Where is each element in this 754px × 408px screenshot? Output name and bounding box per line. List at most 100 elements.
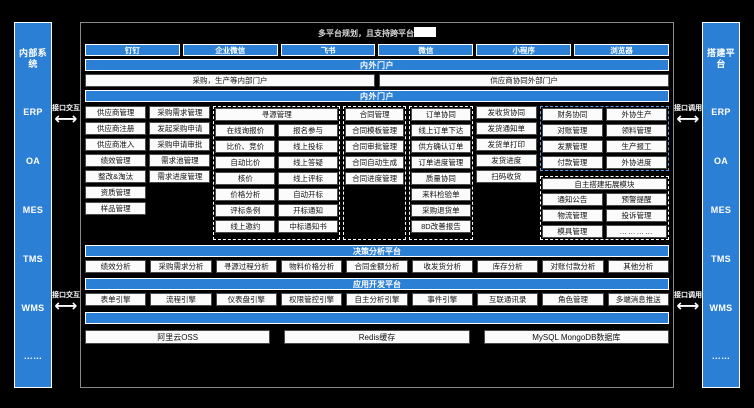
- module-sourcing-b-2[interactable]: 线上答疑: [278, 156, 338, 169]
- module-supplier-4[interactable]: 整改&淘汰: [85, 170, 147, 183]
- module-sourcing-a-6[interactable]: 线上邀约: [215, 220, 276, 233]
- decision-item-7[interactable]: 对账付款分析: [542, 260, 604, 273]
- module-supplier-5[interactable]: 资质管理: [85, 186, 147, 199]
- module-sourcing-b-6[interactable]: 中标通知书: [278, 220, 338, 233]
- module-sourcing-a-2[interactable]: 自动比价: [215, 156, 276, 169]
- module-supplier-3[interactable]: 绩效管理: [85, 154, 147, 167]
- module-extend-title[interactable]: 自主搭建拓展模块: [541, 178, 667, 190]
- module-order-1[interactable]: 线上订单下达: [411, 124, 471, 137]
- decision-item-0[interactable]: 绩效分析: [85, 260, 147, 273]
- module-supplier-6[interactable]: 样品管理: [85, 202, 147, 215]
- module-extend-a-2[interactable]: 模具管理: [541, 225, 603, 238]
- module-sourcing-a-4[interactable]: 价格分析: [215, 188, 276, 201]
- module-outsource-1[interactable]: 领料管理: [605, 124, 668, 137]
- module-extend-b-1[interactable]: 投诉管理: [605, 209, 668, 222]
- module-contract-0[interactable]: 合同管理: [344, 108, 405, 121]
- decision-item-8[interactable]: 其他分析: [607, 260, 669, 273]
- module-demand-1[interactable]: 发起采购申请: [149, 122, 211, 135]
- channel-browser[interactable]: 浏览器: [574, 44, 669, 56]
- appdev-item-2[interactable]: 仪表盘引擎: [215, 293, 277, 306]
- module-sourcing-a-3[interactable]: 核价: [215, 172, 276, 185]
- decision-item-2[interactable]: 寻源过程分析: [215, 260, 277, 273]
- module-supplier-0[interactable]: 供应商管理: [85, 106, 147, 119]
- module-order-0[interactable]: 订单协同: [411, 108, 471, 121]
- module-sourcing-a-0[interactable]: 在线询报价: [215, 124, 276, 137]
- module-contract-3[interactable]: 合同自动生成: [344, 156, 405, 169]
- diagram-title: 多平台规划，且支持跨平台: [85, 27, 669, 41]
- module-delivery-0[interactable]: 发收货协同: [475, 106, 537, 119]
- connector-left-bottom: 接口交互 ⟷: [52, 292, 80, 314]
- module-finance-0[interactable]: 财务协同: [541, 108, 603, 121]
- channel-feishu[interactable]: 飞书: [280, 44, 376, 56]
- module-extend-b-0[interactable]: 预警提醒: [605, 193, 668, 206]
- connector-left-top: 接口交互 ⟷: [52, 105, 80, 127]
- module-finance-1[interactable]: 对账管理: [541, 124, 603, 137]
- module-finance-3[interactable]: 付款管理: [541, 156, 603, 169]
- module-contract-1[interactable]: 合同模板管理: [344, 124, 405, 137]
- portal-internal[interactable]: 采购，生产等内部门户: [85, 74, 375, 87]
- module-group-outsource: 外协生产 领料管理 生产报工 外协进度: [605, 108, 668, 169]
- decision-item-6[interactable]: 库存分析: [476, 260, 539, 273]
- module-demand-2[interactable]: 采购申请审批: [149, 138, 211, 151]
- decision-item-5[interactable]: 收发货分析: [411, 260, 473, 273]
- channel-wechat[interactable]: 微信: [378, 44, 474, 56]
- module-supplier-2[interactable]: 供应商准入: [85, 138, 147, 151]
- channel-miniprogram[interactable]: 小程序: [476, 44, 572, 56]
- module-order-2[interactable]: 供方确认订单: [411, 140, 471, 153]
- module-extend-b-2[interactable]: …………: [605, 225, 668, 238]
- module-delivery-1[interactable]: 发货通知单: [475, 122, 537, 135]
- module-demand-0[interactable]: 采购需求管理: [149, 106, 211, 119]
- module-order-7[interactable]: 8D改善报告: [411, 220, 471, 233]
- module-sourcing-b-5[interactable]: 开标通知: [278, 204, 338, 217]
- module-sourcing-b-4[interactable]: 自动开标: [278, 188, 338, 201]
- module-sourcing-title[interactable]: 寻源管理: [215, 108, 338, 121]
- module-sourcing-a-1[interactable]: 比价、竞价: [215, 140, 276, 153]
- module-contract-2[interactable]: 合同审批管理: [344, 140, 405, 153]
- appdev-item-7[interactable]: 角色管理: [542, 293, 604, 306]
- module-order-6[interactable]: 采购退货单: [411, 204, 471, 217]
- module-delivery-2[interactable]: 发货单打印: [475, 138, 537, 151]
- decision-item-1[interactable]: 采购需求分析: [150, 260, 212, 273]
- infra-row: 阿里云OSS Redis缓存 MySQL MongoDB数据库: [85, 330, 669, 344]
- module-extend-a-0[interactable]: 通知公告: [541, 193, 603, 206]
- appdev-item-5[interactable]: 事件引擎: [411, 293, 473, 306]
- module-outsource-3[interactable]: 外协进度: [605, 156, 668, 169]
- right-rail-item-5: WMS: [709, 302, 733, 313]
- module-delivery-3[interactable]: 发货进度: [475, 154, 537, 167]
- module-outsource-2[interactable]: 生产报工: [605, 140, 668, 153]
- appdev-item-0[interactable]: 表单引擎: [85, 293, 147, 306]
- portal-external[interactable]: 供应商协同外部门户: [379, 74, 669, 87]
- module-sourcing-b-3[interactable]: 线上评标: [278, 172, 338, 185]
- module-outsource-0[interactable]: 外协生产: [605, 108, 668, 121]
- module-demand-3[interactable]: 需求池管理: [149, 154, 211, 167]
- module-order-5[interactable]: 来料检验单: [411, 188, 471, 201]
- appdev-platform-row: 表单引擎 流程引擎 仪表盘引擎 权限管控引擎 自主分析引擎 事件引擎 互联通讯录…: [85, 293, 669, 306]
- module-extend-a-1[interactable]: 物流管理: [541, 209, 603, 222]
- module-demand-4[interactable]: 需求进度管理: [149, 170, 211, 183]
- channel-wecom[interactable]: 企业微信: [182, 44, 278, 56]
- infra-band-label: [85, 312, 669, 324]
- module-sourcing-b-1[interactable]: 线上投标: [278, 140, 338, 153]
- appdev-item-1[interactable]: 流程引擎: [150, 293, 212, 306]
- module-sourcing-b-0[interactable]: 报名参与: [278, 124, 338, 137]
- appdev-item-4[interactable]: 自主分析引擎: [346, 293, 408, 306]
- module-group-delivery: 发收货协同 发货通知单 发货单打印 发货进度 扫码收货: [475, 106, 537, 240]
- module-supplier-1[interactable]: 供应商注册: [85, 122, 147, 135]
- module-contract-4[interactable]: 合同进度管理: [344, 172, 405, 185]
- decision-item-4[interactable]: 合同金额分析: [346, 260, 408, 273]
- appdev-item-6[interactable]: 互联通讯录: [476, 293, 539, 306]
- module-finance-2[interactable]: 发票管理: [541, 140, 603, 153]
- module-order-4[interactable]: 质量协同: [411, 172, 471, 185]
- appdev-item-8[interactable]: 多端消息推送: [607, 293, 669, 306]
- module-delivery-4[interactable]: 扫码收货: [475, 170, 537, 183]
- module-order-3[interactable]: 订单进度管理: [411, 156, 471, 169]
- infra-item-redis[interactable]: Redis缓存: [284, 330, 470, 344]
- module-group-order: 订单协同 线上订单下达 供方确认订单 订单进度管理 质量协同 来料检验单 采购退…: [409, 106, 473, 240]
- appdev-item-3[interactable]: 权限管控引擎: [280, 293, 343, 306]
- channel-dingtalk[interactable]: 钉钉: [85, 44, 180, 56]
- infra-item-oss[interactable]: 阿里云OSS: [85, 330, 271, 344]
- infra-item-database[interactable]: MySQL MongoDB数据库: [483, 330, 669, 344]
- module-sourcing-a-5[interactable]: 评标条例: [215, 204, 276, 217]
- decision-item-3[interactable]: 物料价格分析: [280, 260, 343, 273]
